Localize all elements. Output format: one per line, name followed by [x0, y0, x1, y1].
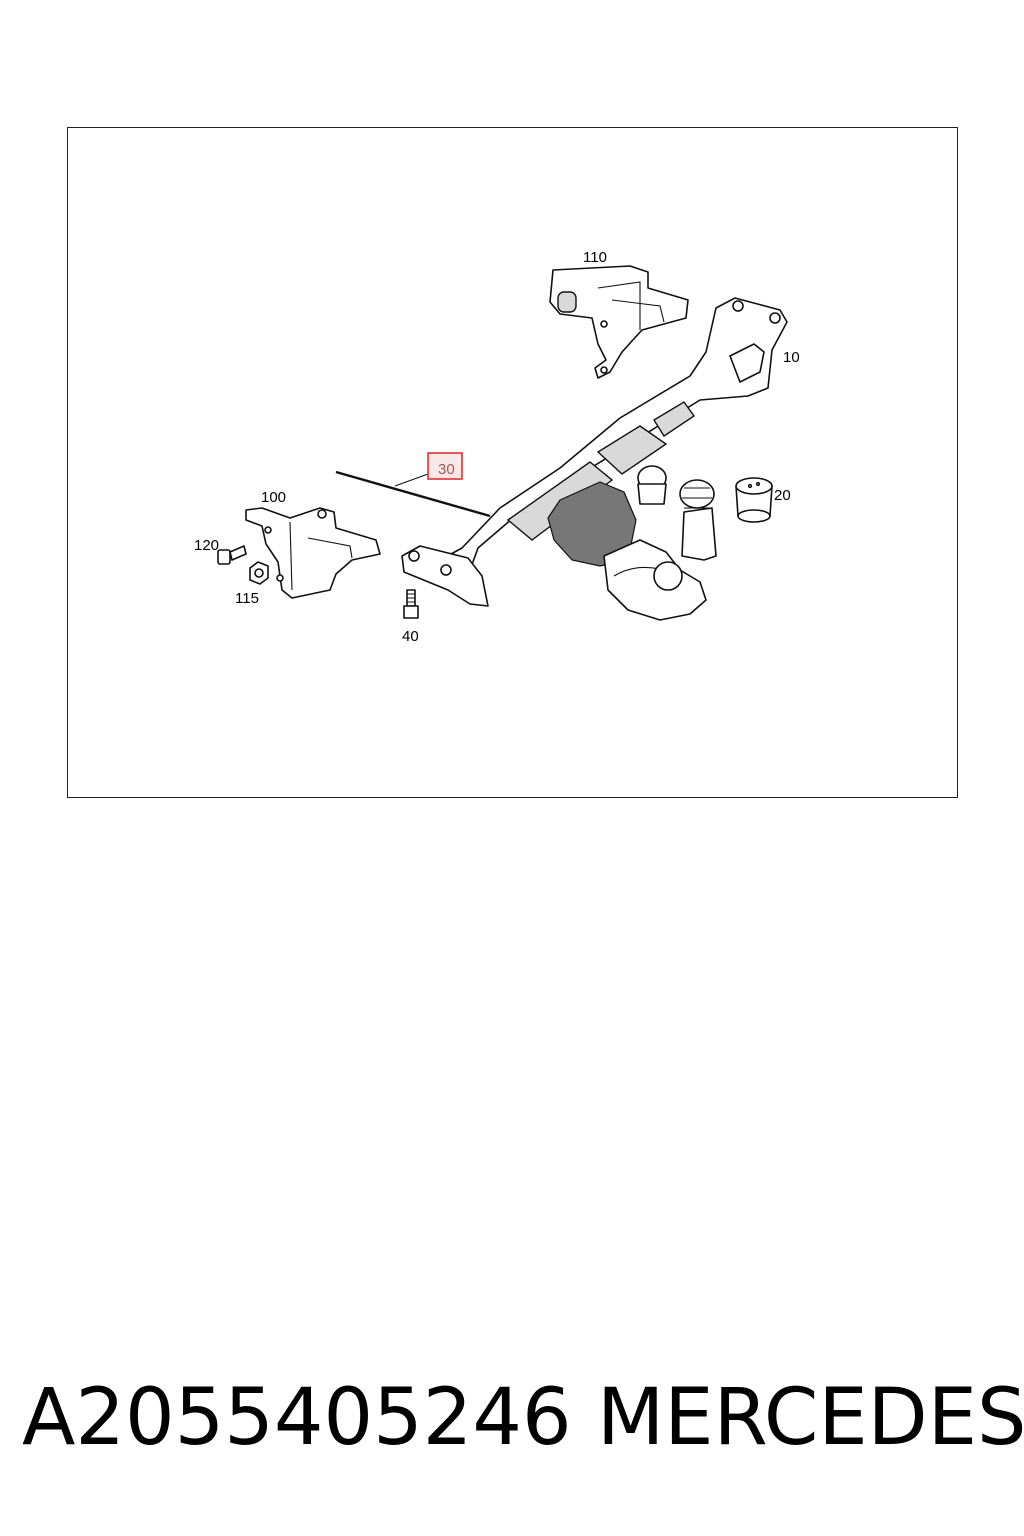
cap-20 [735, 477, 773, 523]
brand-name: MERCEDES [597, 1373, 1024, 1463]
bolt-40 [403, 589, 419, 619]
callout-30-highlight [427, 452, 463, 480]
callout-120: 120 [194, 537, 219, 554]
callout-20: 20 [774, 487, 791, 504]
footer: A2055405246 MERCEDES [0, 1372, 1024, 1472]
nut-115 [249, 561, 269, 585]
hitch-mechanism [547, 465, 717, 621]
bracket-110 [549, 265, 689, 379]
diagram-frame [67, 127, 958, 798]
callout-40: 40 [402, 628, 419, 645]
crossbar-10 [439, 297, 788, 573]
bolt-120 [217, 545, 247, 565]
callout-100: 100 [261, 489, 286, 506]
callout-10: 10 [783, 349, 800, 366]
crossbar-end-plate [401, 545, 489, 607]
cable-30 [335, 470, 491, 518]
callout-110: 110 [583, 249, 607, 266]
part-number: A2055405246 [22, 1373, 572, 1463]
callout-30: 30 [438, 461, 455, 478]
bracket-100 [245, 507, 381, 599]
callout-115: 115 [235, 590, 259, 607]
